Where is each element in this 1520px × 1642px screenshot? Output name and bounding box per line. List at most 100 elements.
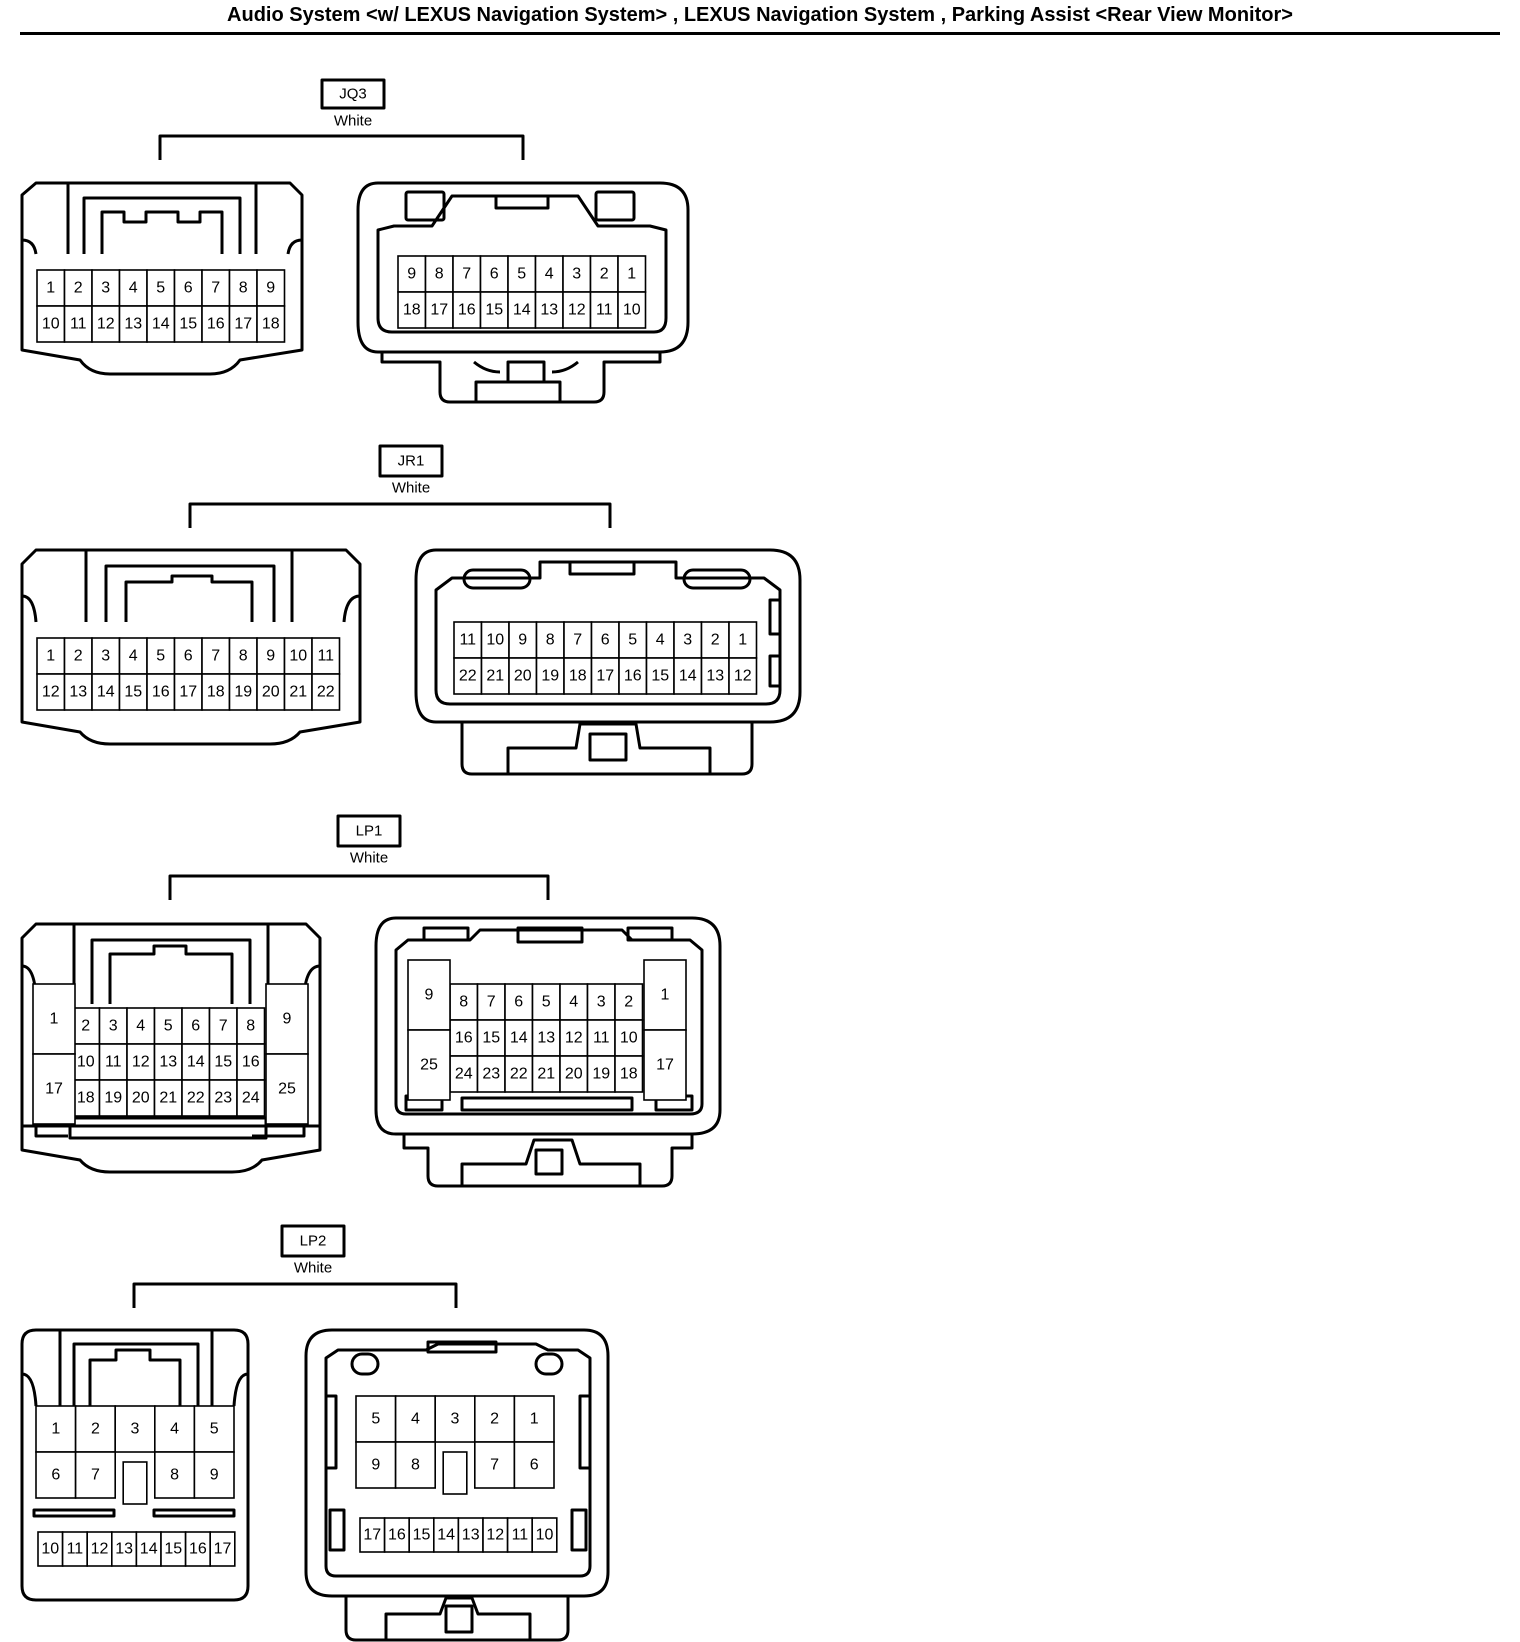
pin-number: 21 (289, 684, 307, 701)
pin-cavity (256, 637, 286, 675)
pin-cavity (408, 1517, 435, 1553)
connector-code-box (280, 1224, 346, 1258)
pin-cavity (535, 657, 565, 695)
pin-number: 15 (214, 1054, 232, 1071)
pin-cavity (476, 1055, 506, 1093)
pin-cavity (453, 657, 483, 695)
connector-color: White (334, 113, 372, 130)
pin-cavity (479, 291, 509, 329)
pin-number: 13 (540, 302, 558, 319)
pin-cavity (173, 305, 203, 343)
pin-number: 5 (210, 1421, 219, 1438)
pin-number: 2 (490, 1411, 499, 1428)
pin-number: 24 (242, 1090, 260, 1107)
pin-number: 8 (239, 280, 248, 297)
pin-number: 4 (136, 1018, 145, 1035)
pin-number: 13 (115, 1541, 133, 1558)
pin-number: 9 (210, 1467, 219, 1484)
pin-cavity (397, 291, 427, 329)
pin-cavity (506, 1517, 534, 1553)
pin-cavity (407, 1029, 451, 1101)
pin-number: 14 (152, 316, 170, 333)
pin-number: 18 (207, 684, 225, 701)
pin-number: 10 (536, 1527, 554, 1544)
pin-number: 24 (455, 1066, 473, 1083)
pin-number: 12 (565, 1030, 583, 1047)
pin-number: 2 (74, 648, 83, 665)
pin-number: 17 (234, 316, 252, 333)
pin-number: 4 (545, 266, 554, 283)
pin-number: 15 (651, 668, 669, 685)
pin-cavity (193, 1405, 235, 1453)
pin-number: 10 (486, 632, 504, 649)
pin-cavity (645, 621, 675, 659)
pin-cavity (513, 1395, 555, 1443)
pin-cavity (643, 959, 687, 1031)
pin-cavity (482, 1517, 509, 1553)
pin-number: 11 (593, 1030, 610, 1047)
pin-cavity (153, 1079, 183, 1117)
pin-number: 6 (184, 648, 193, 665)
pin-cavity (118, 305, 148, 343)
pin-number: 13 (706, 668, 724, 685)
pin-cavity (617, 255, 647, 293)
pin-cavity (153, 1007, 183, 1045)
pin-cavity (700, 657, 730, 695)
pin-cavity (394, 1441, 437, 1489)
pin-cavity (35, 1451, 77, 1499)
pin-cavity (146, 673, 176, 711)
pin-cavity (589, 291, 619, 329)
pin-number: 7 (91, 1467, 100, 1484)
pin-number: 9 (266, 648, 275, 665)
pin-cavity (209, 1531, 236, 1567)
pin-cavity (63, 673, 93, 711)
pin-cavity (432, 1517, 460, 1553)
pin-number: 3 (109, 1018, 118, 1035)
pin-number: 4 (170, 1421, 179, 1438)
pin-cavity (256, 305, 286, 343)
pin-number: 20 (262, 684, 280, 701)
pin-number: 5 (542, 994, 551, 1011)
pin-number: 6 (530, 1457, 539, 1474)
pin-number: 6 (601, 632, 610, 649)
pin-cavity (397, 255, 427, 293)
pin-cavity (36, 269, 66, 307)
pin-cavity (63, 637, 93, 675)
connector-code-box (320, 78, 386, 110)
pin-cavity (181, 1079, 211, 1117)
pin-number: 3 (101, 648, 110, 665)
pin-number: 3 (451, 1411, 460, 1428)
pin-number: 4 (411, 1411, 420, 1428)
pin-number: 11 (67, 1541, 84, 1558)
pin-cavity (311, 673, 341, 711)
pin-cavity (383, 1517, 411, 1553)
pin-cavity (453, 621, 483, 659)
pin-number: 2 (600, 266, 609, 283)
pin-number: 21 (486, 668, 504, 685)
pin-cavity (71, 1079, 101, 1117)
pin-cavity (160, 1531, 187, 1567)
pin-number: 18 (403, 302, 421, 319)
pin-number: 1 (627, 266, 636, 283)
pin-number: 21 (159, 1090, 177, 1107)
pin-number: 14 (437, 1527, 455, 1544)
pin-number: 22 (317, 684, 335, 701)
pin-cavity (449, 1019, 479, 1057)
pin-cavity (91, 305, 121, 343)
pin-number: 19 (234, 684, 252, 701)
blank-cavity (122, 1461, 148, 1505)
pin-number: 19 (104, 1090, 122, 1107)
pin-cavity (407, 959, 451, 1031)
